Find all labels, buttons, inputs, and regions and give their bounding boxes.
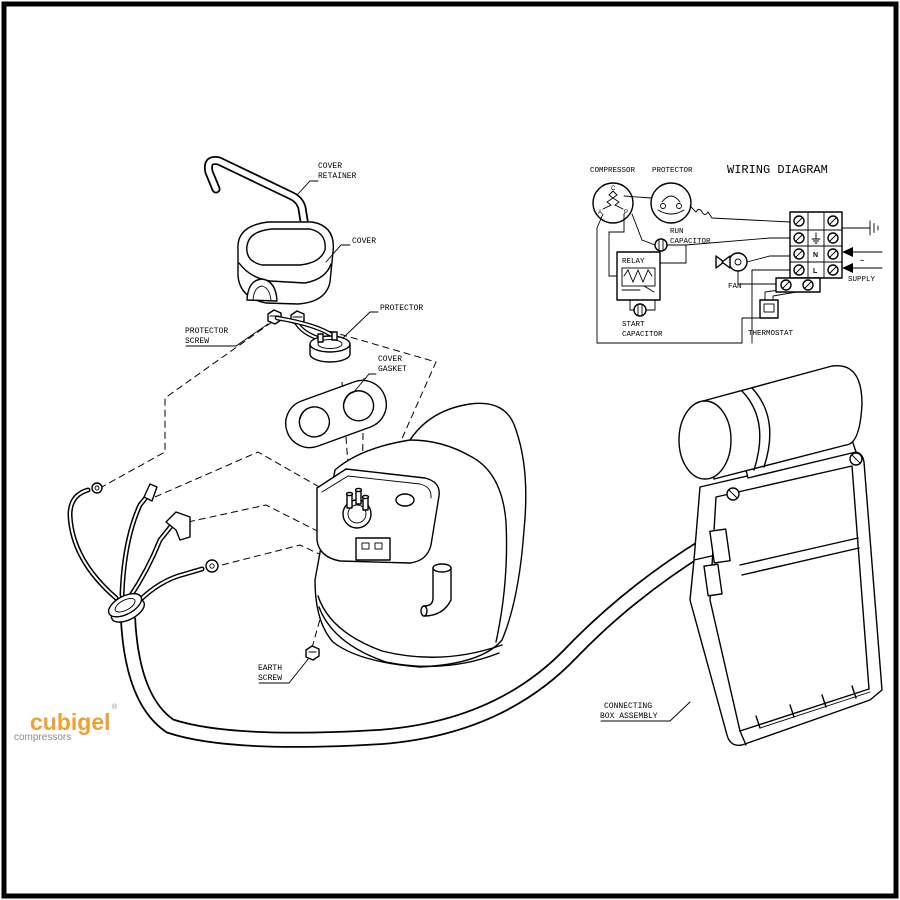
- label-cover: COVER: [325, 237, 376, 263]
- label-protector-screw-line2: SCREW: [185, 337, 209, 346]
- earth-screw: [305, 645, 320, 661]
- wiring-fan-symbol: FAN: [715, 252, 748, 291]
- wiring-relay-label: RELAY: [622, 258, 645, 266]
- wiring-protector-label: PROTECTOR: [652, 167, 693, 175]
- wiring-run-capacitor-line1: RUN: [670, 228, 684, 236]
- label-earth-screw-line2: SCREW: [258, 674, 282, 683]
- label-protector-screw-line1: PROTECTOR: [185, 327, 228, 336]
- wiring-supply-symbol: ~: [860, 258, 864, 265]
- wiring-compressor-symbol: C A P: [592, 182, 634, 224]
- label-cover-retainer-line1: COVER: [318, 162, 342, 171]
- wiring-start-capacitor-line1: START: [622, 321, 645, 329]
- wiring-supply-label: SUPPLY: [848, 276, 876, 284]
- cover-retainer: [204, 156, 311, 238]
- cable-grommet: [107, 592, 146, 623]
- wiring-compressor-label: COMPRESSOR: [590, 167, 636, 175]
- cubigel-logo: cubigel ® compressors: [14, 703, 118, 743]
- wiring-supply-arrows: ~ SUPPLY: [842, 247, 883, 284]
- label-connecting-box-line1: CONNECTING: [604, 702, 652, 711]
- label-connecting-box: CONNECTING BOX ASSEMBLY: [600, 701, 691, 722]
- terminal-ground-icon: [811, 232, 821, 244]
- compressor-terminals: [342, 487, 391, 561]
- label-earth-screw-line1: EARTH: [258, 664, 282, 673]
- label-protector-text: PROTECTOR: [380, 304, 423, 313]
- wiring-thermostat-symbol: THERMOSTAT: [748, 299, 794, 338]
- label-cover-text: COVER: [352, 237, 376, 246]
- wiring-ground-icon: [841, 220, 879, 236]
- label-cover-retainer-line2: RETAINER: [318, 172, 357, 181]
- logo-tagline: compressors: [14, 732, 71, 743]
- label-cover-retainer: COVER RETAINER: [296, 162, 357, 196]
- wiring-start-capacitor-symbol: START CAPACITOR: [622, 303, 663, 339]
- cable-wires: [67, 482, 219, 605]
- power-cable: [120, 538, 711, 748]
- cover-gasket: [284, 379, 388, 449]
- compressor-terminal-top: C: [611, 186, 616, 192]
- terminal-letter-neutral: N: [813, 252, 818, 259]
- terminal-letter-line: L: [813, 268, 818, 275]
- connecting-box-assembly: [689, 439, 883, 746]
- compressor-terminal-left: A: [598, 210, 602, 216]
- compressor-terminal-right: P: [624, 210, 628, 216]
- wiring-fan-label: FAN: [728, 283, 742, 291]
- protector: [274, 315, 351, 363]
- label-cover-gasket: COVER GASKET: [352, 355, 407, 394]
- label-cover-gasket-line2: GASKET: [378, 365, 407, 374]
- label-protector-screw: PROTECTOR SCREW: [185, 323, 269, 347]
- logo-brand: cubigel: [30, 709, 111, 735]
- wiring-run-capacitor-symbol: RUN CAPACITOR: [654, 228, 711, 252]
- wiring-terminal-block: N L: [775, 211, 843, 293]
- wiring-diagram: WIRING DIAGRAM COMPRESSOR PROTECTOR C A …: [590, 163, 883, 344]
- suction-connector: [420, 563, 452, 617]
- wiring-protector-symbol: [650, 182, 692, 224]
- wiring-start-capacitor-line2: CAPACITOR: [622, 331, 663, 339]
- wiring-run-capacitor-line2: CAPACITOR: [670, 238, 711, 246]
- wiring-relay-symbol: RELAY: [616, 251, 661, 301]
- wiring-diagram-title: WIRING DIAGRAM: [727, 163, 828, 177]
- run-capacitor-cylinder: [678, 364, 863, 480]
- logo-registered-mark: ®: [112, 703, 118, 711]
- label-earth-screw: EARTH SCREW: [258, 657, 310, 684]
- terminal-screws: [793, 215, 839, 276]
- label-protector: PROTECTOR: [342, 304, 423, 339]
- label-connecting-box-line2: BOX ASSEMBLY: [600, 712, 658, 721]
- label-cover-gasket-line1: COVER: [378, 355, 402, 364]
- cover: [237, 221, 335, 305]
- wiring-lines: [596, 195, 809, 344]
- wiring-thermostat-label: THERMOSTAT: [748, 330, 794, 338]
